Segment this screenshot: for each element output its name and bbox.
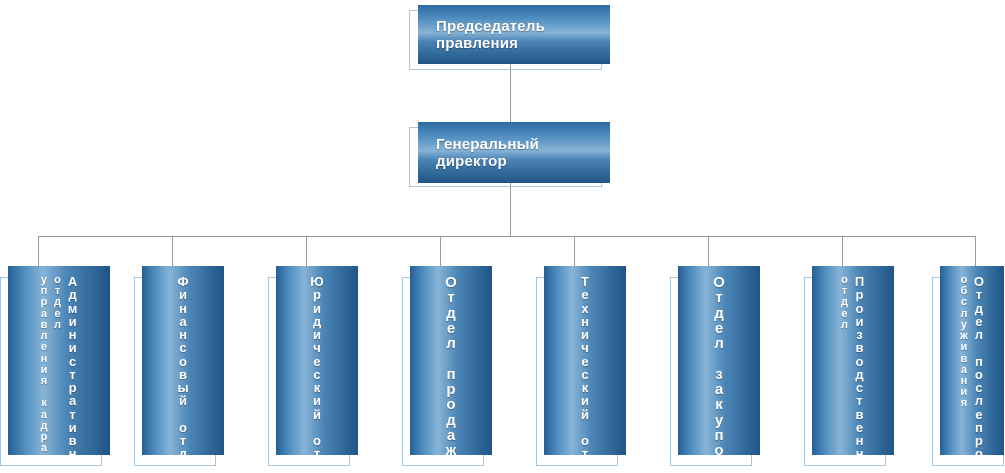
connector-drop-3: [306, 236, 307, 266]
dept-label-col1-finance: Ф и н а н с о в ы й о т д е л: [177, 274, 189, 455]
dept-label-col1-after-sales: О т д е л п о с л е п р о д а ж н о г о: [973, 274, 984, 455]
dept-label-col2-production: о т д е л: [840, 274, 848, 331]
ceo-label: Генеральный директор: [436, 135, 540, 170]
connector-drop-4: [440, 236, 441, 266]
dept-label-col2-after-sales: о б с л у ж и в а н и я: [960, 274, 968, 410]
connector-chairman-to-ceo: [510, 64, 511, 122]
node-department-sales[interactable]: О т д е л п р о д а ж: [410, 266, 492, 455]
dept-label-col1-procurement: О т д е л з а к у п о к: [713, 274, 725, 455]
dept-label-col1-technical: Т е х н и ч е с к и й о т д е л: [580, 274, 589, 455]
node-chairman[interactable]: Председатель правления: [418, 5, 610, 64]
node-department-legal[interactable]: Ю р и д и ч е с к и й о т д е л: [276, 266, 358, 455]
node-ceo[interactable]: Генеральный директор: [418, 122, 610, 183]
dept-label-col1-legal: Ю р и д и ч е с к и й о т д е л: [310, 274, 324, 455]
dept-label-col1-sales: О т д е л п р о д а ж: [445, 274, 457, 455]
node-department-finance[interactable]: Ф и н а н с о в ы й о т д е л: [142, 266, 224, 455]
dept-label-col1-production: П р о и з в о д с т в е н н ы й: [854, 274, 865, 455]
dept-label-col2-hr-admin: о т д е л: [54, 274, 62, 331]
node-department-technical[interactable]: Т е х н и ч е с к и й о т д е л: [544, 266, 626, 455]
chairman-label: Председатель правления: [436, 17, 545, 52]
connector-drop-8: [975, 236, 976, 266]
connector-drop-7: [842, 236, 843, 266]
connector-drop-1: [38, 236, 39, 266]
connector-ceo-to-bus: [510, 183, 511, 236]
connector-drop-2: [172, 236, 173, 266]
dept-label-col1-hr-admin: А д м и н и с т р а т и в н ы й: [67, 274, 78, 455]
connector-drop-5: [574, 236, 575, 266]
connector-drop-6: [708, 236, 709, 266]
node-department-hr-admin[interactable]: А д м и н и с т р а т и в н ы й о т д е …: [8, 266, 110, 455]
node-department-after-sales[interactable]: О т д е л п о с л е п р о д а ж н о г о …: [940, 266, 1004, 455]
connector-bus: [38, 236, 975, 237]
node-department-production[interactable]: П р о и з в о д с т в е н н ы й о т д е …: [812, 266, 894, 455]
node-department-procurement[interactable]: О т д е л з а к у п о к: [678, 266, 760, 455]
dept-label-col3-hr-admin: у п р а в л е н и я к а д р а м и: [40, 274, 48, 455]
